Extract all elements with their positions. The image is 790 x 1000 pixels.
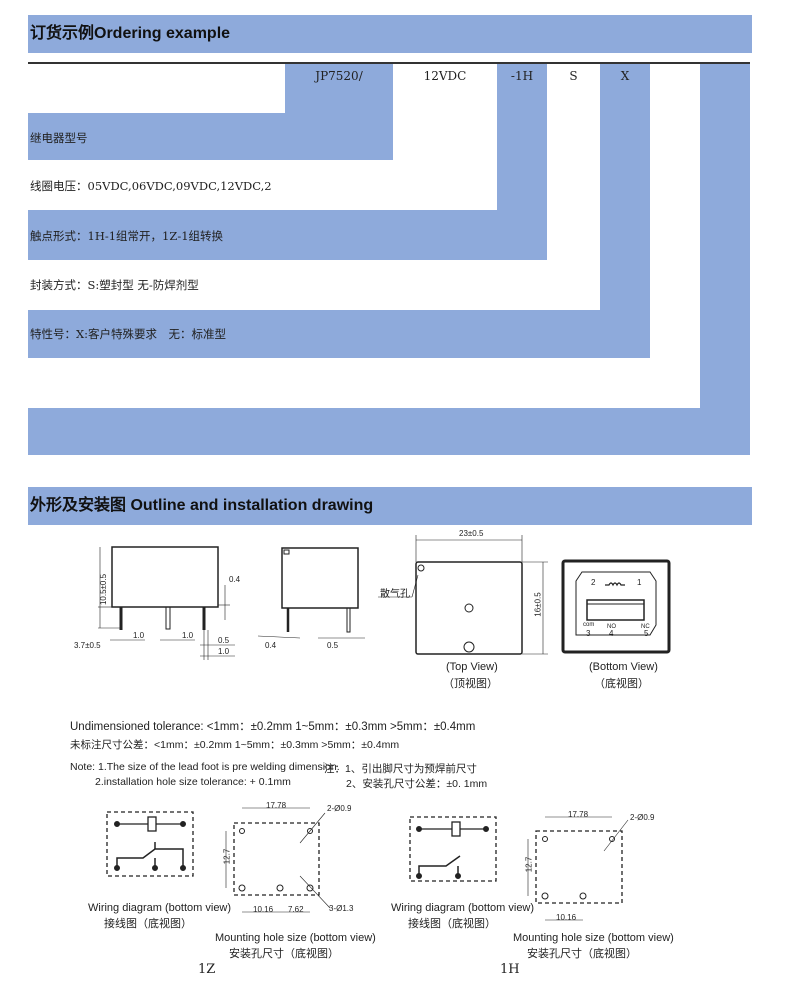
code-col-end bbox=[700, 64, 750, 455]
side-pitch-2: 1.0 bbox=[182, 631, 194, 640]
side-width-1: 0.5 bbox=[218, 636, 230, 645]
outline-header: 外形及安装图 Outline and installation drawing bbox=[28, 487, 752, 525]
dim-label: 7.62 bbox=[288, 905, 304, 914]
row-special: 特性号：X:客户特殊要求 无：标准型 bbox=[30, 327, 227, 341]
top-height-dim: 16±0.5 bbox=[533, 592, 543, 617]
code-col-special bbox=[600, 64, 650, 358]
pin-label: 4 bbox=[609, 629, 614, 638]
pin-label: 3 bbox=[586, 629, 591, 638]
hole-label: 2-Ø0.9 bbox=[630, 813, 655, 822]
side-height-dim: 10.5±0.5 bbox=[99, 573, 109, 606]
pin-label: NO bbox=[607, 624, 616, 630]
wiring-1h-drawing bbox=[409, 816, 497, 882]
dim-label: 12.7 bbox=[524, 856, 534, 873]
side-width-2: 1.0 bbox=[218, 647, 230, 656]
mount-1h-label-cn: 安装孔尺寸（底视图） bbox=[527, 948, 637, 960]
dim-label: 17.78 bbox=[266, 801, 287, 810]
mount-1z-label-cn: 安装孔尺寸（底视图） bbox=[229, 948, 339, 960]
pin-label: 2 bbox=[591, 578, 596, 587]
bottom-view-drawing bbox=[561, 559, 671, 654]
mount-1z-drawing bbox=[225, 807, 331, 913]
bottom-view-label: (Bottom View) bbox=[589, 661, 658, 673]
row-package: 封装方式：S:塑封型 无-防焊剂型 bbox=[30, 278, 199, 292]
top-view-drawing bbox=[378, 535, 548, 655]
wiring-1z-drawing bbox=[106, 811, 194, 877]
hole-label: 2-Ø0.9 bbox=[327, 804, 352, 813]
wiring-1h-label: Wiring diagram (bottom view) bbox=[391, 902, 535, 914]
note-cn-1: 注：1、引出脚尺寸为预焊前尺寸 bbox=[324, 763, 477, 775]
hole-label: 3-Ø1.3 bbox=[329, 904, 354, 913]
tolerance-en: Undimensioned tolerance: <1mm：±0.2mm 1~5… bbox=[70, 721, 476, 733]
row-voltage: 线圈电压：05VDC,06VDC,09VDC,12VDC,24VDC,48VI bbox=[30, 179, 272, 193]
dim-label: 10.16 bbox=[556, 913, 577, 922]
mount-1z-label: Mounting hole size (bottom view) bbox=[215, 932, 376, 944]
top-view-label: (Top View) bbox=[446, 661, 498, 673]
end-width-1: 0.4 bbox=[265, 641, 277, 650]
pin-label: 1 bbox=[637, 578, 642, 587]
wiring-1h-label-cn: 接线图（底视图） bbox=[408, 918, 496, 930]
row-model: 继电器型号 bbox=[30, 131, 88, 145]
top-width-dim: 23±0.5 bbox=[459, 529, 484, 538]
note-cn-2: 2、安装孔尺寸公差：±0. 1mm bbox=[346, 778, 488, 790]
note-en-1: Note: 1.The size of the lead foot is pre… bbox=[70, 761, 340, 773]
wiring-1z-label: Wiring diagram (bottom view) bbox=[88, 902, 232, 914]
vent-hole-label: 散气孔 bbox=[380, 589, 410, 600]
side-standoff-dim: 3.7±0.5 bbox=[74, 641, 101, 650]
row-model-bg bbox=[28, 113, 393, 160]
mount-1h-drawing bbox=[527, 816, 629, 921]
pin-label: com bbox=[583, 622, 595, 628]
dim-label: 17.78 bbox=[568, 810, 589, 819]
row-special-bg bbox=[28, 310, 650, 358]
pin-label: 5 bbox=[644, 629, 649, 638]
dim-label: 10.16 bbox=[253, 905, 274, 914]
bottom-view-label-cn: （底视图） bbox=[594, 678, 649, 690]
row-end-bg bbox=[28, 408, 750, 455]
top-view-label-cn: （顶视图） bbox=[443, 678, 498, 690]
code-contact: -1H bbox=[510, 69, 534, 83]
note-en-2: 2.installation hole size tolerance: + 0.… bbox=[95, 776, 291, 788]
end-width-2: 0.5 bbox=[327, 641, 339, 650]
tolerance-cn: 未标注尺寸公差：<1mm：±0.2mm 1~5mm：±0.3mm >5mm：±0… bbox=[70, 739, 400, 751]
variant-1h-title: 1H bbox=[500, 962, 520, 977]
code-package: S bbox=[569, 69, 578, 83]
code-model: JP7520/ bbox=[315, 69, 363, 83]
dim-label: 12.7 bbox=[222, 848, 232, 865]
end-view-drawing bbox=[257, 547, 365, 639]
wiring-1z-label-cn: 接线图（底视图） bbox=[104, 918, 192, 930]
divider bbox=[28, 62, 750, 64]
side-pitch-1: 1.0 bbox=[133, 631, 145, 640]
side-pin-dim: 0.4 bbox=[229, 575, 241, 584]
mount-1h-label: Mounting hole size (bottom view) bbox=[513, 932, 674, 944]
row-contact: 触点形式：1H-1组常开，1Z-1组转换 bbox=[30, 229, 224, 243]
ordering-header: 订货示例Ordering example bbox=[28, 15, 752, 53]
variant-1z-title: 1Z bbox=[198, 962, 216, 977]
code-voltage: 12VDC bbox=[423, 69, 467, 83]
row-contact-bg bbox=[28, 210, 547, 260]
side-view-drawing bbox=[98, 546, 235, 660]
code-special: X bbox=[620, 69, 630, 83]
pin-label: NC bbox=[641, 624, 650, 630]
